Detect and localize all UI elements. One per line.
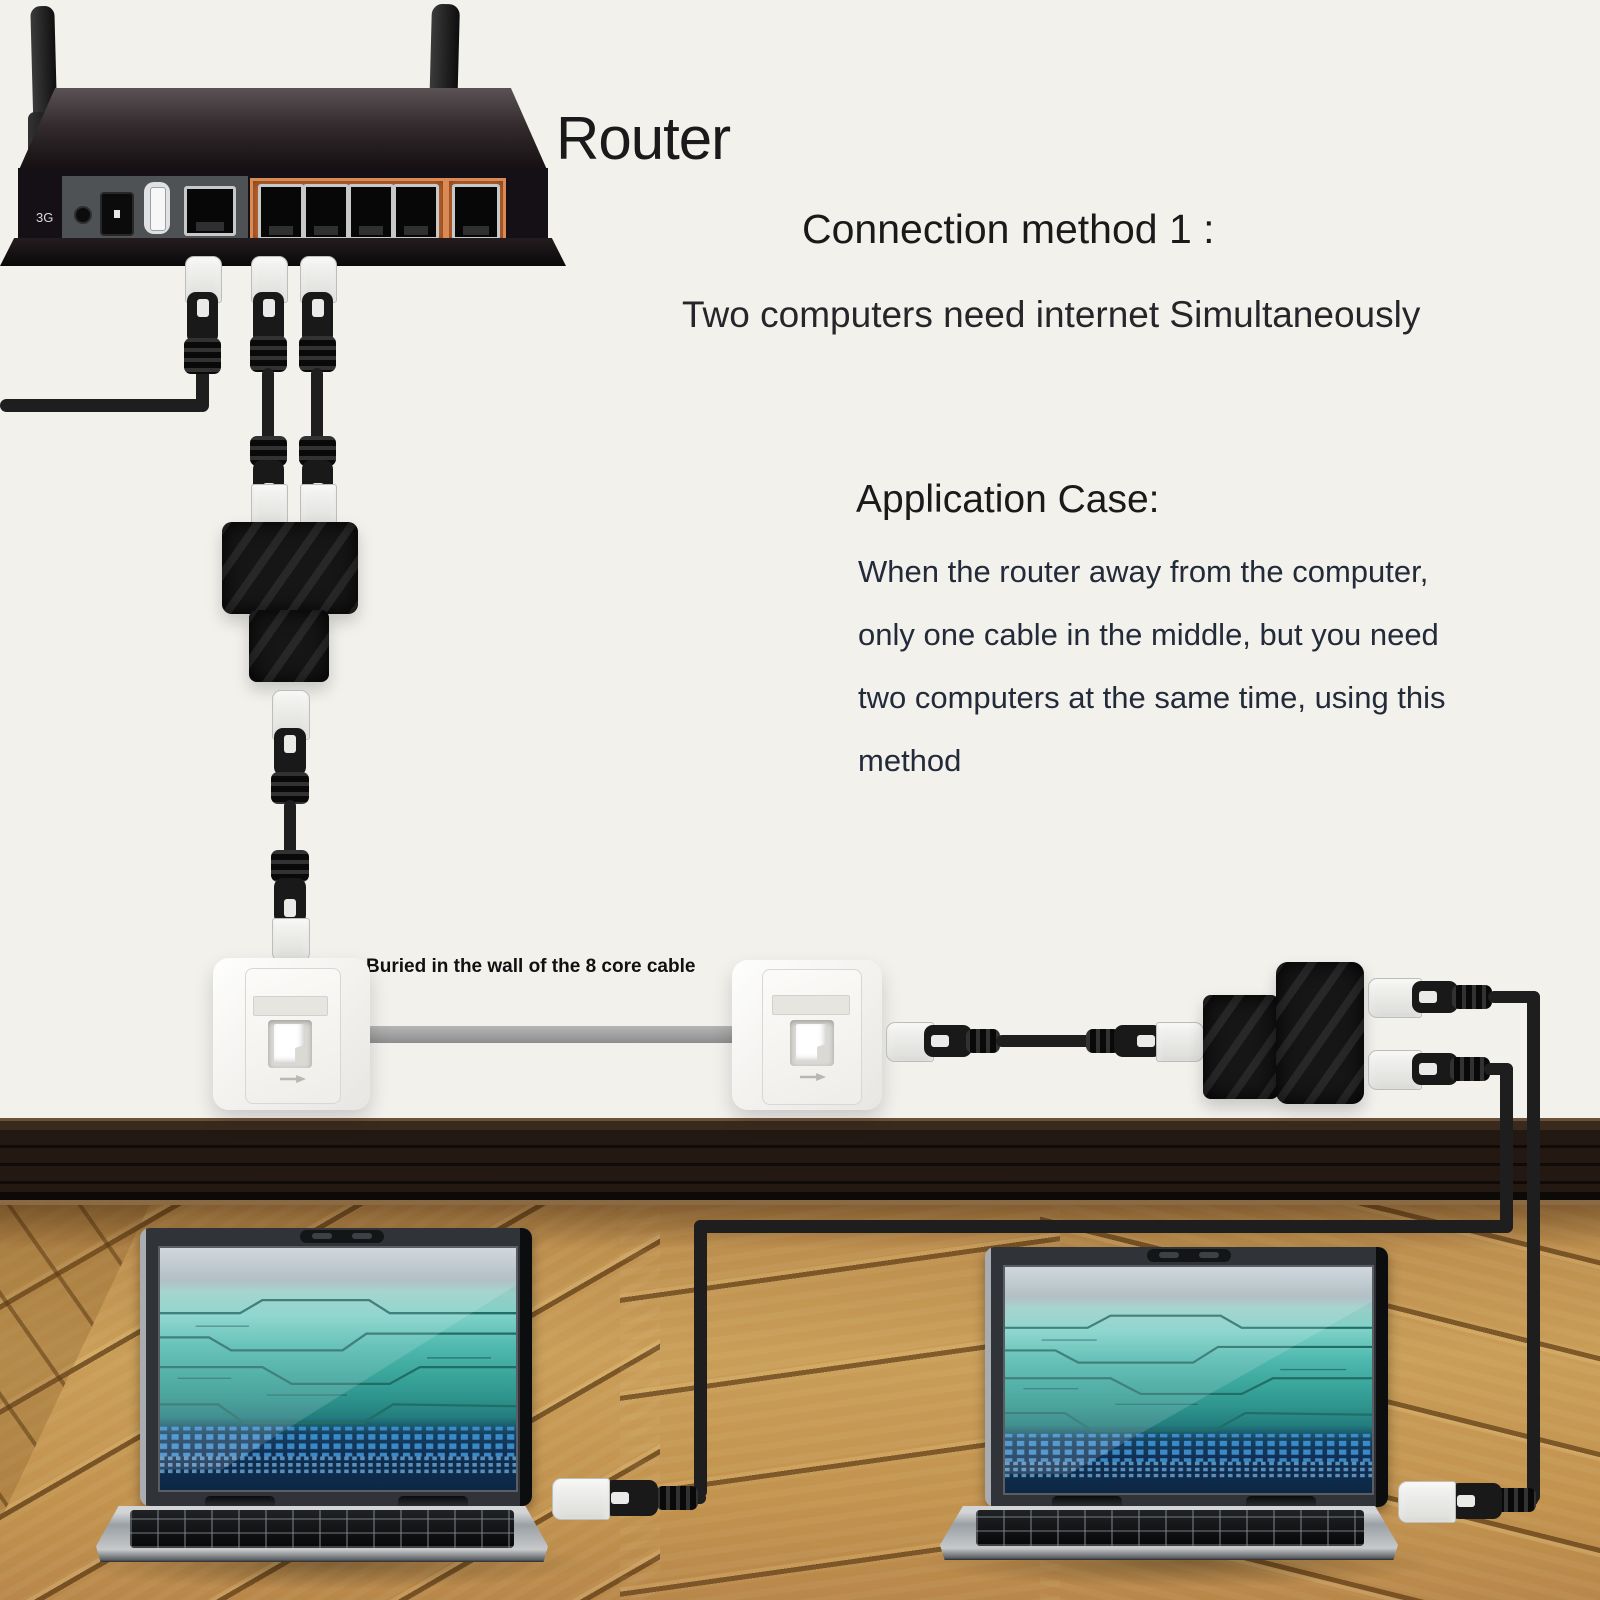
- left-laptop-keyboard: [130, 1510, 514, 1548]
- plug3-lower-tip: [300, 484, 337, 529]
- method-subtitle: Two computers need internet Simultaneous…: [682, 294, 1421, 335]
- patch1-upper-latch: [274, 728, 306, 776]
- usb-port-slot: [150, 187, 166, 231]
- rj45-splitter2-body: [1276, 962, 1364, 1104]
- lan-port-3: [348, 184, 394, 240]
- method-title: Connection method 1 :: [802, 206, 1215, 252]
- rj45-splitter-top: [222, 522, 358, 614]
- case-line-3: two computers at the same time, using th…: [858, 680, 1446, 715]
- right-laptop-webcam: [1147, 1249, 1231, 1262]
- patch1-cable: [284, 800, 296, 858]
- out1-latch: [1412, 981, 1458, 1013]
- patch2-right-latch: [1114, 1025, 1162, 1057]
- right-laptop-wallpaper: [1005, 1267, 1372, 1493]
- rj45-splitter-bottom: [249, 610, 329, 682]
- right-laptop-screen: [1003, 1265, 1374, 1495]
- plug3-short-cable: [311, 368, 323, 442]
- left-laptop-base: [96, 1506, 548, 1562]
- right-laptop-plug-latch: [1450, 1483, 1502, 1519]
- baseboard: [0, 1118, 1600, 1205]
- left-laptop-plug-boot: [656, 1486, 698, 1510]
- lan-port-gray: [184, 186, 236, 236]
- out1-cable-v: [1527, 991, 1540, 1503]
- router-label: Router: [556, 105, 731, 172]
- left-laptop-plug-latch: [604, 1480, 658, 1516]
- plug1-cable-bend: [196, 368, 209, 412]
- case-line-1: When the router away from the computer,: [858, 554, 1429, 589]
- left-laptop-wallpaper: [160, 1248, 516, 1490]
- case-line-4: method: [858, 743, 962, 778]
- router-top-chassis: [18, 88, 548, 172]
- right-laptop-keyboard: [976, 1510, 1364, 1546]
- out1-boot: [1452, 985, 1492, 1009]
- router-reset-jack: [74, 206, 92, 224]
- router-front-panel: [18, 168, 548, 246]
- wall-plate-right-logo: [800, 1073, 826, 1081]
- patch1-lower-tip: [272, 918, 310, 962]
- patch2-cable: [996, 1035, 1092, 1047]
- wan-port: [452, 184, 500, 240]
- lan-port-2: [303, 184, 349, 240]
- wall-plate-right-label-strip: [772, 995, 850, 1015]
- wall-plate-left-label-strip: [253, 996, 328, 1016]
- patch1-lower-latch: [274, 878, 306, 924]
- patch2-left-latch: [924, 1025, 972, 1057]
- in-wall-cable: [360, 1026, 752, 1043]
- rj45-plug1-boot: [184, 338, 221, 374]
- router-power-jack: [100, 192, 134, 236]
- rj45-plug1-latch: [187, 292, 218, 344]
- lan-port-1: [258, 184, 304, 240]
- left-laptop-plug-tip: [552, 1478, 610, 1520]
- right-laptop-plug-tip: [1398, 1481, 1456, 1523]
- router-usb-port: [144, 182, 170, 234]
- application-case-body: When the router away from the computer, …: [858, 540, 1498, 792]
- patch2-left-boot: [966, 1029, 1000, 1053]
- wall-plate-left: [213, 958, 370, 1110]
- rj45-plug3-latch: [302, 292, 333, 344]
- rj45-plug2-boot: [250, 336, 287, 372]
- rj45-splitter2-input: [1203, 995, 1279, 1099]
- plug2-short-cable: [262, 368, 274, 442]
- cable-run-across-floor: [694, 1220, 1513, 1233]
- wall-plate-left-logo: [280, 1075, 306, 1083]
- right-laptop-base: [940, 1506, 1398, 1560]
- patch1-upper-boot: [271, 772, 309, 804]
- patch1-lower-boot: [271, 850, 309, 882]
- wall-cable-label: Buried in the wall of the 8 core cable: [366, 956, 696, 977]
- power-jack-pin: [114, 210, 120, 218]
- cable-to-left-edge: [0, 399, 206, 412]
- router-3g-badge: 3G: [36, 210, 54, 225]
- patch2-right-tip: [1156, 1022, 1204, 1062]
- out2-cable-v: [1500, 1063, 1513, 1233]
- left-laptop-webcam: [300, 1230, 384, 1243]
- wall-plate-right: [732, 960, 882, 1110]
- application-case-title: Application Case:: [856, 478, 1160, 521]
- rj45-plug2-latch: [253, 292, 284, 344]
- lan-port-4: [393, 184, 439, 240]
- cable-drop-to-left-laptop: [694, 1220, 707, 1498]
- out2-boot: [1450, 1057, 1490, 1081]
- rj45-plug3-boot: [299, 336, 336, 372]
- left-laptop-screen: [158, 1246, 518, 1492]
- case-line-2: only one cable in the middle, but you ne…: [858, 617, 1439, 652]
- router-illustration: 3G: [0, 0, 580, 270]
